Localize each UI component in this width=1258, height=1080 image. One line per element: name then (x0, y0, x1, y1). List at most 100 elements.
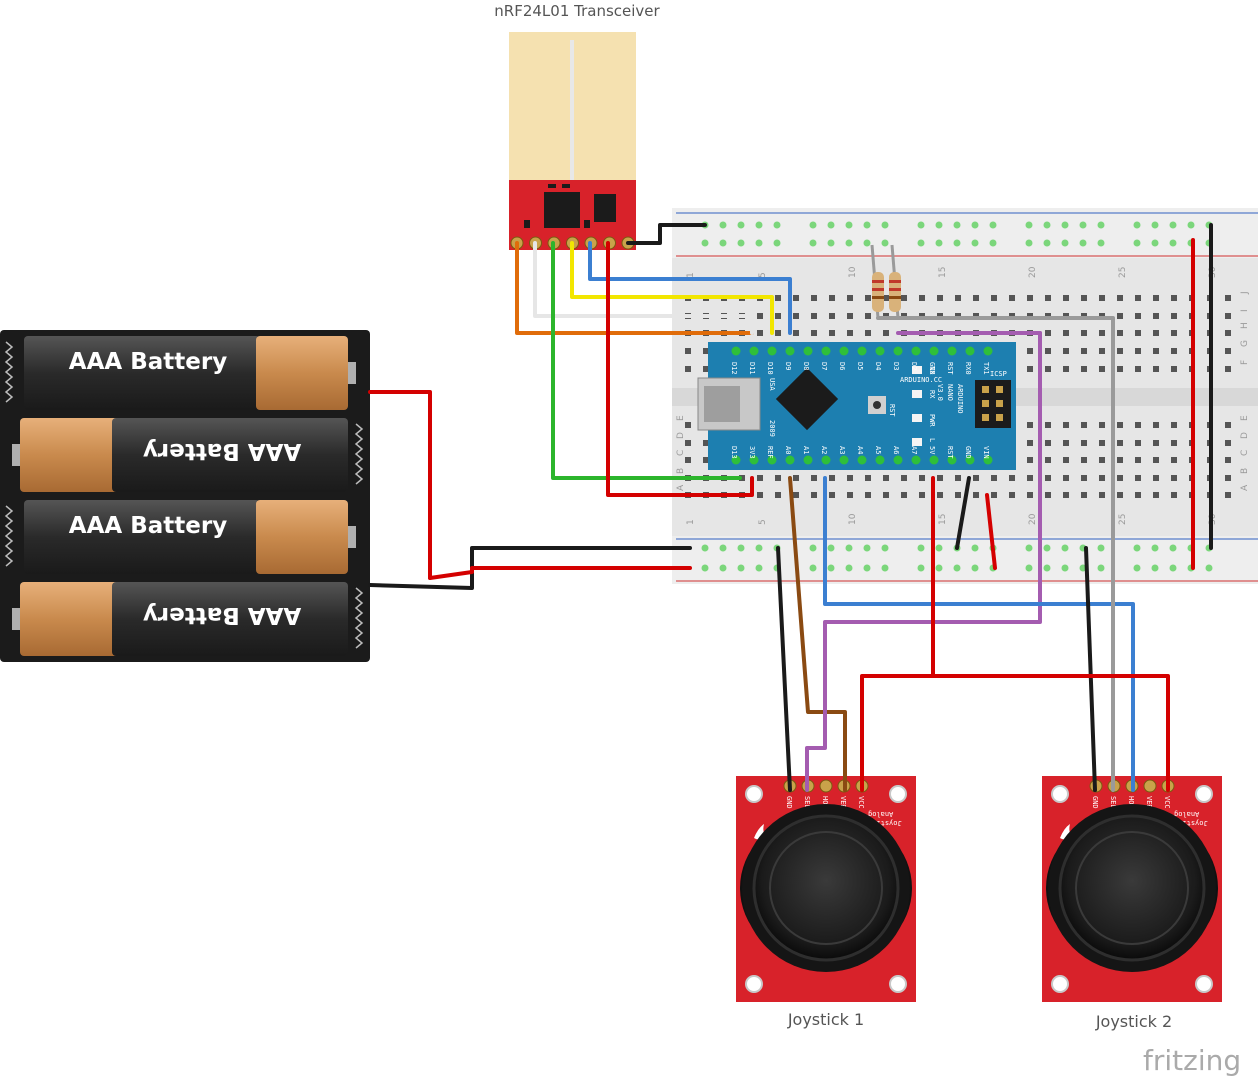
breadboard-hole[interactable] (1225, 295, 1231, 301)
rail-hole[interactable] (701, 544, 709, 552)
rail-hole[interactable] (881, 564, 889, 572)
breadboard-hole[interactable] (829, 313, 835, 319)
breadboard-hole[interactable] (1081, 330, 1087, 336)
breadboard-hole[interactable] (1225, 366, 1231, 372)
breadboard-hole[interactable] (1171, 440, 1177, 446)
rail-hole[interactable] (935, 564, 943, 572)
rail-hole[interactable] (1151, 564, 1159, 572)
breadboard-hole[interactable] (865, 295, 871, 301)
nano-pin[interactable] (785, 455, 795, 465)
rail-hole[interactable] (1043, 239, 1051, 247)
rail-hole[interactable] (809, 564, 817, 572)
breadboard-hole[interactable] (1027, 440, 1033, 446)
breadboard-hole[interactable] (1153, 457, 1159, 463)
breadboard-hole[interactable] (829, 492, 835, 498)
rail-hole[interactable] (809, 544, 817, 552)
breadboard-hole[interactable] (865, 330, 871, 336)
breadboard-hole[interactable] (1027, 492, 1033, 498)
breadboard-hole[interactable] (1081, 457, 1087, 463)
rail-hole[interactable] (935, 544, 943, 552)
rail-hole[interactable] (845, 544, 853, 552)
rail-hole[interactable] (989, 221, 997, 229)
breadboard-hole[interactable] (1153, 330, 1159, 336)
breadboard-hole[interactable] (1063, 457, 1069, 463)
breadboard-hole[interactable] (793, 330, 799, 336)
rail-hole[interactable] (737, 239, 745, 247)
breadboard-hole[interactable] (1063, 492, 1069, 498)
breadboard-hole[interactable] (883, 492, 889, 498)
breadboard-hole[interactable] (685, 422, 691, 428)
breadboard-hole[interactable] (1135, 457, 1141, 463)
rail-hole[interactable] (917, 544, 925, 552)
breadboard-hole[interactable] (775, 475, 781, 481)
breadboard-hole[interactable] (1099, 422, 1105, 428)
breadboard-hole[interactable] (901, 475, 907, 481)
breadboard-hole[interactable] (829, 330, 835, 336)
breadboard-hole[interactable] (973, 475, 979, 481)
rail-hole[interactable] (989, 239, 997, 247)
breadboard-hole[interactable] (1117, 457, 1123, 463)
breadboard-hole[interactable] (1117, 366, 1123, 372)
nano-pin[interactable] (785, 346, 795, 356)
breadboard-hole[interactable] (757, 492, 763, 498)
rail-hole[interactable] (1097, 544, 1105, 552)
rail-hole[interactable] (1205, 564, 1213, 572)
rail-hole[interactable] (719, 544, 727, 552)
rail-hole[interactable] (1079, 221, 1087, 229)
breadboard-hole[interactable] (793, 475, 799, 481)
nano-pin[interactable] (749, 346, 759, 356)
joystick-pin[interactable] (819, 779, 833, 793)
breadboard-hole[interactable] (1135, 330, 1141, 336)
breadboard-hole[interactable] (703, 348, 709, 354)
breadboard-hole[interactable] (757, 313, 763, 319)
nano-pin[interactable] (947, 346, 957, 356)
rail-hole[interactable] (809, 239, 817, 247)
rail-hole[interactable] (1097, 564, 1105, 572)
breadboard-hole[interactable] (1171, 348, 1177, 354)
breadboard-hole[interactable] (1045, 348, 1051, 354)
rail-hole[interactable] (755, 544, 763, 552)
breadboard-hole[interactable] (883, 295, 889, 301)
breadboard-hole[interactable] (1117, 313, 1123, 319)
breadboard-hole[interactable] (1153, 313, 1159, 319)
breadboard-hole[interactable] (1099, 295, 1105, 301)
breadboard-hole[interactable] (1153, 475, 1159, 481)
rail-hole[interactable] (845, 221, 853, 229)
breadboard-hole[interactable] (1099, 440, 1105, 446)
nano-pin[interactable] (767, 346, 777, 356)
breadboard-hole[interactable] (1099, 492, 1105, 498)
breadboard-hole[interactable] (1045, 330, 1051, 336)
rail-hole[interactable] (1151, 221, 1159, 229)
breadboard-hole[interactable] (775, 295, 781, 301)
breadboard-hole[interactable] (1063, 366, 1069, 372)
rail-hole[interactable] (1169, 564, 1177, 572)
breadboard-hole[interactable] (1171, 330, 1177, 336)
breadboard-hole[interactable] (847, 330, 853, 336)
breadboard-hole[interactable] (703, 457, 709, 463)
breadboard-hole[interactable] (1171, 366, 1177, 372)
breadboard-hole[interactable] (1117, 475, 1123, 481)
breadboard-hole[interactable] (919, 475, 925, 481)
breadboard-hole[interactable] (1117, 492, 1123, 498)
breadboard-hole[interactable] (1225, 457, 1231, 463)
joystick-knob[interactable] (1058, 814, 1206, 962)
nano-pin[interactable] (911, 346, 921, 356)
rail-hole[interactable] (1097, 239, 1105, 247)
rail-hole[interactable] (737, 221, 745, 229)
rail-hole[interactable] (809, 221, 817, 229)
rail-hole[interactable] (1043, 564, 1051, 572)
nano-pin[interactable] (857, 455, 867, 465)
breadboard-hole[interactable] (1045, 295, 1051, 301)
breadboard-hole[interactable] (955, 295, 961, 301)
breadboard-hole[interactable] (703, 440, 709, 446)
breadboard-hole[interactable] (1099, 348, 1105, 354)
nano-pin[interactable] (749, 455, 759, 465)
breadboard-hole[interactable] (1117, 422, 1123, 428)
breadboard-hole[interactable] (1045, 366, 1051, 372)
breadboard-hole[interactable] (1135, 313, 1141, 319)
breadboard-hole[interactable] (865, 313, 871, 319)
breadboard-hole[interactable] (775, 330, 781, 336)
rail-hole[interactable] (1043, 221, 1051, 229)
rail-hole[interactable] (917, 564, 925, 572)
breadboard-hole[interactable] (1171, 457, 1177, 463)
